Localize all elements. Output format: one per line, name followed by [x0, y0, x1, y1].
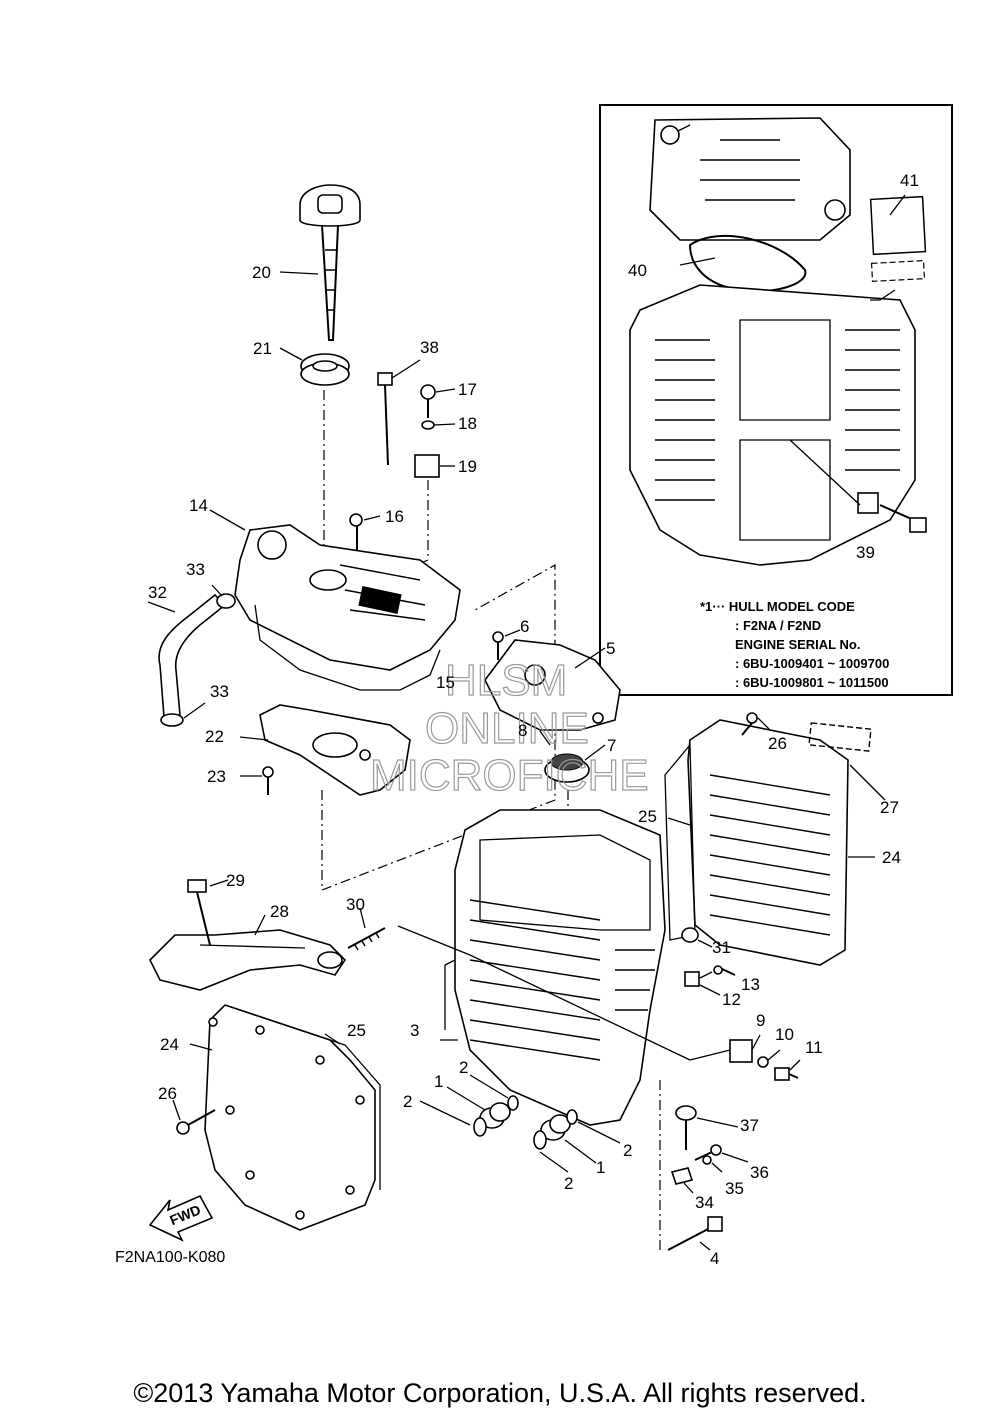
copyright-notice: ©2013 Yamaha Motor Corporation, U.S.A. A… [133, 1378, 867, 1408]
part-label: 1 [596, 1158, 605, 1177]
part-label: 28 [270, 902, 289, 921]
part-label: 9 [756, 1011, 765, 1030]
breather-hose [147, 584, 236, 727]
part-label: 14 [189, 496, 208, 515]
part-label: 2 [564, 1174, 573, 1193]
part-label: 22 [205, 727, 224, 746]
part-label: 35 [725, 1179, 744, 1198]
part-label: 25 [638, 807, 657, 826]
part-label: 4 [710, 1249, 719, 1268]
part-label: 10 [775, 1025, 794, 1044]
part-label: 34 [695, 1193, 714, 1212]
note-line-3: ENGINE SERIAL No. [735, 637, 860, 652]
watermark: HLSM ONLINE MICROFICHE [369, 655, 649, 800]
part-label: 12 [722, 990, 741, 1009]
watermark-line-2: ONLINE [425, 704, 589, 753]
part-label: 5 [606, 639, 615, 658]
part-label: 13 [741, 975, 760, 994]
part-label: 2 [459, 1058, 468, 1077]
lower-right-parts [667, 1105, 749, 1251]
part-label: 41 [900, 171, 919, 190]
side-cover-left [172, 1004, 381, 1231]
part-label: 31 [712, 938, 731, 957]
part-label: 27 [880, 798, 899, 817]
part-number-labels: 1 1 2 2 2 2 3 4 5 6 7 8 9 10 11 12 13 14… [148, 171, 919, 1268]
part-label: 8 [518, 721, 527, 740]
plugs-and-orings [419, 1074, 621, 1173]
cylinder-head-cover [209, 509, 461, 691]
part-label: 40 [628, 261, 647, 280]
part-label: 20 [252, 263, 271, 282]
cable-tie-and-bolts [334, 359, 456, 601]
part-label: 19 [458, 457, 477, 476]
hull-model-note: *1··· HULL MODEL CODE : F2NA / F2ND ENGI… [700, 599, 889, 690]
note-line-5: : 6BU-1009801 ~ 1011500 [735, 675, 889, 690]
note-line-2: : F2NA / F2ND [735, 618, 821, 633]
oil-dipstick-assembly [279, 184, 361, 620]
inset-detail-box [599, 104, 953, 696]
gasket-and-plate [239, 563, 556, 891]
part-label: 3 [410, 1021, 419, 1040]
part-label: 16 [385, 507, 404, 526]
part-label: 11 [805, 1038, 823, 1057]
part-label: 2 [623, 1141, 632, 1160]
part-label: 30 [346, 895, 365, 914]
part-label: 33 [210, 682, 229, 701]
bracket-arm [149, 879, 691, 1250]
drawing-code: F2NA100-K080 [115, 1249, 225, 1266]
part-label: 18 [458, 414, 477, 433]
note-line-1: *1··· HULL MODEL CODE [700, 599, 855, 614]
part-label: 37 [740, 1116, 759, 1135]
small-fittings [681, 927, 801, 1081]
part-label: 17 [458, 380, 477, 399]
part-label: 15 [436, 673, 455, 692]
part-label: 39 [856, 543, 875, 562]
fwd-arrow: FWD [148, 1194, 214, 1242]
part-label: 29 [226, 871, 245, 890]
part-label: 6 [520, 617, 529, 636]
cylinder-block [440, 809, 666, 1126]
note-line-4: : 6BU-1009401 ~ 1009700 [735, 656, 889, 671]
watermark-line-1: HLSM [445, 656, 567, 705]
part-label: 24 [882, 848, 901, 867]
part-label: 26 [768, 734, 787, 753]
part-label: 21 [253, 339, 272, 358]
part-label: 32 [148, 583, 167, 602]
part-label: 7 [607, 736, 616, 755]
part-label: 38 [420, 338, 439, 357]
part-label: 24 [160, 1035, 179, 1054]
part-label: 33 [186, 560, 205, 579]
watermark-line-3: MICROFICHE [370, 751, 649, 800]
part-label: 26 [158, 1084, 177, 1103]
part-label: 23 [207, 767, 226, 786]
part-label: 2 [403, 1092, 412, 1111]
part-label: 1 [434, 1072, 443, 1091]
part-label: 36 [750, 1163, 769, 1182]
part-label: 25 [347, 1021, 366, 1040]
